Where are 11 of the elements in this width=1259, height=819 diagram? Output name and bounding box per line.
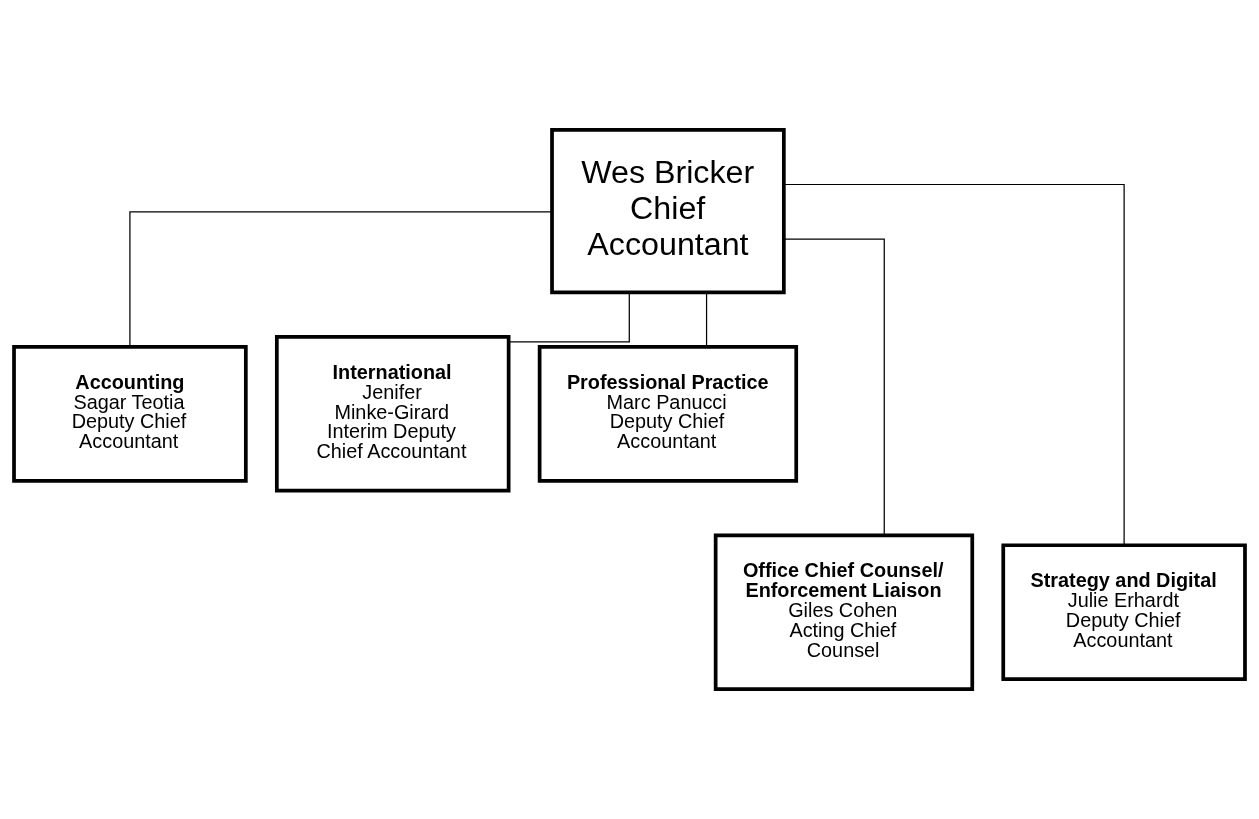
connector (783, 238, 885, 536)
node-box: International Jenifer Minke-Girard Interim Deputy Chief Accountant (274, 335, 511, 493)
node-box: Office Chief Counsel/ Enforcement Liaison Giles Cohen Acting Chief Counsel (713, 533, 975, 691)
node-box: Strategy and Digital Julie Erhardt Deputy Chief Accountant (1001, 543, 1247, 681)
node-box: Professional Practice Marc Panucci Deputy Chief Accountant (537, 345, 799, 483)
connector (508, 291, 630, 343)
connector (129, 211, 553, 348)
node-box: Wes Bricker Chief Accountant (550, 128, 786, 295)
connector (783, 183, 1125, 546)
node-box: Accounting Sagar Teotia Deputy Chief Accountant (12, 345, 248, 483)
connector (705, 291, 708, 348)
